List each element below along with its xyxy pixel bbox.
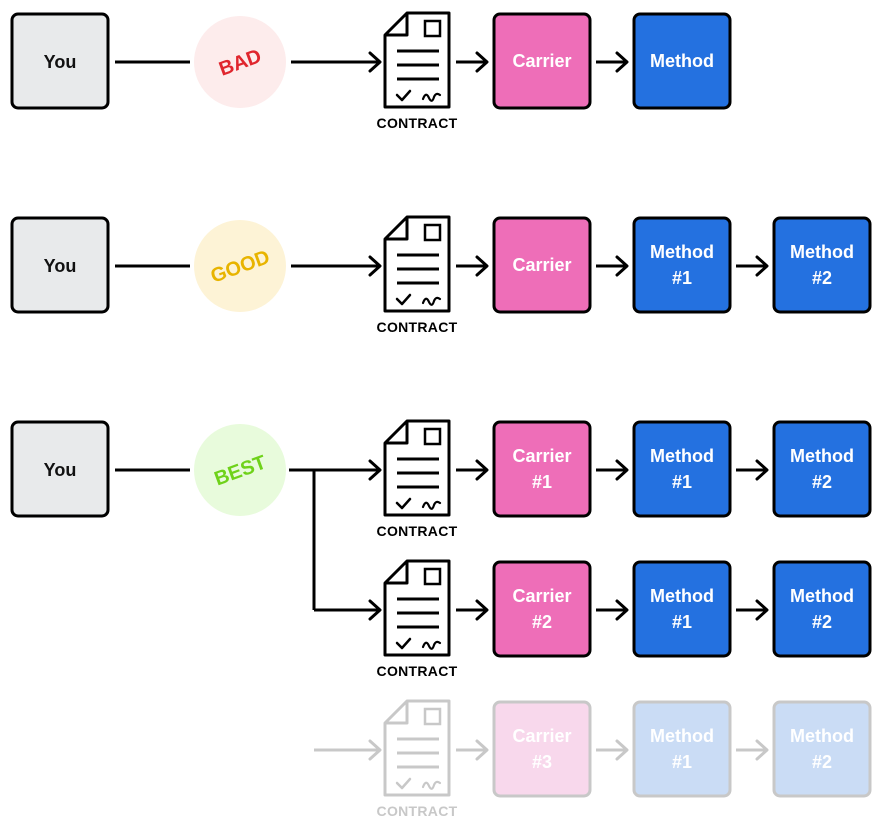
method-box: Method: [632, 12, 732, 110]
carrier-box-label: #2: [532, 612, 552, 632]
arrow-right-icon: [314, 459, 382, 481]
carrier-box-label: #1: [532, 472, 552, 492]
carrier-box-label: Carrier: [512, 446, 571, 466]
method-box: Method #2: [772, 420, 872, 518]
arrow-right-icon: [291, 51, 382, 73]
method-box-label: Method: [790, 446, 854, 466]
method-box: Method #1: [632, 560, 732, 658]
method-box-label: #1: [672, 612, 692, 632]
method-box: Method #2: [772, 700, 872, 798]
arrow-right-icon: [456, 255, 489, 277]
arrow-right-icon: [456, 599, 489, 621]
contract-label: CONTRACT: [377, 523, 458, 539]
method-box-label: Method: [650, 726, 714, 746]
you-box: You: [10, 216, 110, 314]
method-box-label: Method: [650, 446, 714, 466]
arrow-right-icon: [314, 739, 382, 761]
arrow-right-icon: [291, 255, 382, 277]
arrow-right-icon: [736, 739, 769, 761]
carrier-box: Carrier: [492, 12, 592, 110]
arrow-right-icon: [596, 51, 629, 73]
arrow-right-icon: [596, 255, 629, 277]
you-label: You: [44, 52, 77, 72]
method-box-label: #1: [672, 268, 692, 288]
method-box-label: #2: [812, 752, 832, 772]
contract-document-icon: CONTRACT: [377, 215, 458, 335]
arrow-right-icon: [736, 255, 769, 277]
contract-document-icon: CONTRACT: [377, 419, 458, 539]
rating-badge: BEST: [194, 424, 286, 516]
arrow-right-icon: [456, 739, 489, 761]
method-box: Method #2: [772, 560, 872, 658]
carrier-box: Carrier #3: [492, 700, 592, 798]
method-box: Method #1: [632, 216, 732, 314]
you-box: You: [10, 420, 110, 518]
method-box: Method #2: [772, 216, 872, 314]
contract-label: CONTRACT: [377, 663, 458, 679]
arrow-right-icon: [596, 459, 629, 481]
arrow-right-icon: [736, 459, 769, 481]
arrow-right-icon: [596, 739, 629, 761]
method-box-label: Method: [790, 726, 854, 746]
arrow-right-icon: [736, 599, 769, 621]
carrier-box-label: Carrier: [512, 586, 571, 606]
carrier-box-label: Carrier: [512, 51, 571, 71]
carrier-box: Carrier #2: [492, 560, 592, 658]
method-box-label: Method: [650, 242, 714, 262]
contract-document-icon: CONTRACT: [377, 11, 458, 131]
method-box-label: Method: [650, 51, 714, 71]
rating-badge: GOOD: [194, 220, 286, 312]
you-label: You: [44, 460, 77, 480]
contract-label: CONTRACT: [377, 803, 458, 819]
rating-badge: BAD: [194, 16, 286, 108]
method-box-label: Method: [650, 586, 714, 606]
you-label: You: [44, 256, 77, 276]
method-box-label: #1: [672, 472, 692, 492]
contract-label: CONTRACT: [377, 319, 458, 335]
method-box-label: #1: [672, 752, 692, 772]
method-box-label: Method: [790, 586, 854, 606]
you-box: You: [10, 12, 110, 110]
method-box: Method #1: [632, 700, 732, 798]
carrier-box: Carrier #1: [492, 420, 592, 518]
arrow-right-icon: [456, 51, 489, 73]
method-box-label: Method: [790, 242, 854, 262]
method-box-label: #2: [812, 268, 832, 288]
method-box: Method #1: [632, 420, 732, 518]
method-box-label: #2: [812, 472, 832, 492]
carrier-box-label: #3: [532, 752, 552, 772]
arrow-right-icon: [456, 459, 489, 481]
contract-document-icon: CONTRACT: [377, 699, 458, 819]
carrier-box-label: Carrier: [512, 255, 571, 275]
arrow-right-icon: [596, 599, 629, 621]
contract-label: CONTRACT: [377, 115, 458, 131]
method-box-label: #2: [812, 612, 832, 632]
carrier-box-label: Carrier: [512, 726, 571, 746]
contract-document-icon: CONTRACT: [377, 559, 458, 679]
arrow-right-icon: [314, 599, 382, 621]
carrier-box: Carrier: [492, 216, 592, 314]
